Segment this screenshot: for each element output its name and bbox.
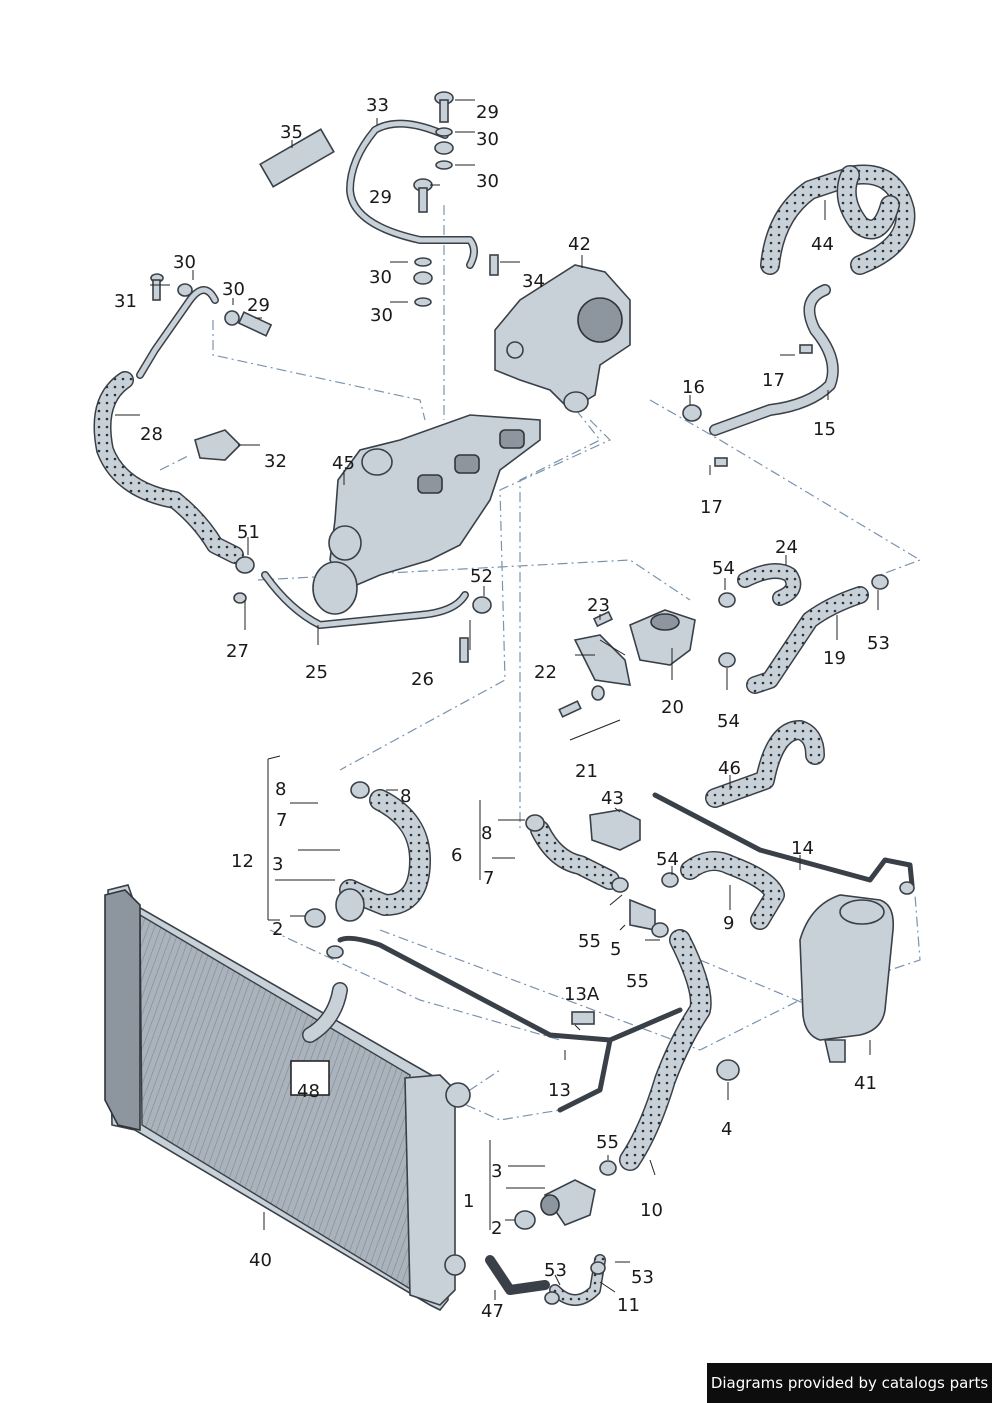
callout-label[interactable]: 14 <box>791 838 814 859</box>
callout-label[interactable]: 17 <box>762 370 785 391</box>
callout-label[interactable]: 5 <box>610 939 621 960</box>
callout-label[interactable]: 29 <box>369 187 392 208</box>
callout-label[interactable]: 8 <box>275 779 286 800</box>
coolant-hose-12 <box>335 789 431 922</box>
callout-labels: 1 2 2 3 3 4 5 6 7 7 8 8 8 9 10 11 12 13 … <box>114 95 890 1322</box>
highlighted-callout-box <box>290 1060 330 1096</box>
callout-label[interactable]: 45 <box>332 453 355 474</box>
callout-label[interactable]: 7 <box>483 868 494 889</box>
callout-label[interactable]: 47 <box>481 1301 504 1322</box>
catalog-credit-text: Diagrams provided by catalogs parts <box>710 1374 989 1392</box>
callout-label[interactable]: 33 <box>366 95 389 116</box>
coolant-flange-housing <box>312 414 541 615</box>
callout-label[interactable]: 7 <box>276 810 287 831</box>
callout-label[interactable]: 53 <box>544 1260 567 1281</box>
callout-label[interactable]: 30 <box>222 279 245 300</box>
coolant-hose-9 <box>680 851 785 930</box>
callout-label[interactable]: 43 <box>601 788 624 809</box>
callout-label[interactable]: 30 <box>370 305 393 326</box>
callout-label[interactable]: 26 <box>411 669 434 690</box>
coolant-hose-28 <box>93 286 244 564</box>
callout-label[interactable]: 2 <box>491 1218 502 1239</box>
coolant-pipe-15 <box>709 284 839 436</box>
callout-label[interactable]: 16 <box>682 377 705 398</box>
callout-label[interactable]: 6 <box>451 845 462 866</box>
callout-label[interactable]: 3 <box>272 854 283 875</box>
coolant-hose-6 <box>530 820 620 890</box>
callout-label[interactable]: 44 <box>811 234 834 255</box>
callout-label[interactable]: 55 <box>596 1132 619 1153</box>
callout-label[interactable]: 25 <box>305 662 328 683</box>
coolant-hose-10 <box>619 929 712 1171</box>
callout-label[interactable]: 41 <box>854 1073 877 1094</box>
callout-label[interactable]: 23 <box>587 595 610 616</box>
callout-label[interactable]: 4 <box>721 1119 732 1140</box>
callout-label[interactable]: 21 <box>575 761 598 782</box>
callout-label[interactable]: 10 <box>640 1200 663 1221</box>
callout-label[interactable]: 24 <box>775 537 798 558</box>
callout-label[interactable]: 55 <box>578 931 601 952</box>
callout-label[interactable]: 17 <box>700 497 723 518</box>
callout-label[interactable]: 31 <box>114 291 137 312</box>
callout-label[interactable]: 34 <box>522 271 545 292</box>
callout-label[interactable]: 35 <box>280 122 303 143</box>
callout-label[interactable]: 30 <box>476 129 499 150</box>
callout-label[interactable]: 2 <box>272 919 283 940</box>
callout-label[interactable]: 27 <box>226 641 249 662</box>
callout-label[interactable]: 12 <box>231 851 254 872</box>
auxiliary-water-pump <box>573 609 696 686</box>
expansion-tank <box>799 894 895 1063</box>
callout-label[interactable]: 13A <box>564 984 600 1005</box>
coolant-hose-46 <box>705 720 825 808</box>
callout-label[interactable]: 30 <box>369 267 392 288</box>
callout-label[interactable]: 15 <box>813 419 836 440</box>
coolant-pipe-25 <box>261 571 469 629</box>
coolant-hose-11 <box>485 1254 606 1306</box>
coolant-hose-19 <box>737 563 869 694</box>
callout-label[interactable]: 53 <box>867 633 890 654</box>
callout-label[interactable]: 46 <box>718 758 741 779</box>
radiator <box>104 884 471 1312</box>
callout-label[interactable]: 55 <box>626 971 649 992</box>
callout-label[interactable]: 53 <box>631 1267 654 1288</box>
callout-label[interactable]: 51 <box>237 522 260 543</box>
callout-label[interactable]: 52 <box>470 566 493 587</box>
coolant-hose-44 <box>760 164 916 275</box>
water-pump <box>494 264 631 413</box>
leader-lines <box>115 99 879 1300</box>
callout-label-highlighted[interactable]: 48 <box>297 1081 320 1102</box>
callout-label[interactable]: 8 <box>400 786 411 807</box>
callout-label[interactable]: 54 <box>717 711 740 732</box>
callout-label[interactable]: 20 <box>661 697 684 718</box>
callout-label[interactable]: 1 <box>463 1191 474 1212</box>
callout-label[interactable]: 29 <box>247 295 270 316</box>
callout-label[interactable]: 30 <box>173 252 196 273</box>
small-hardware <box>150 91 915 1305</box>
callout-label[interactable]: 11 <box>617 1295 640 1316</box>
callout-label[interactable]: 19 <box>823 648 846 669</box>
coolant-hose-48 <box>302 982 348 1043</box>
callout-label[interactable]: 54 <box>712 558 735 579</box>
catalog-credit-banner: Diagrams provided by catalogs parts <box>707 1363 992 1403</box>
callout-label[interactable]: 40 <box>249 1250 272 1271</box>
callout-label[interactable]: 54 <box>656 849 679 870</box>
callout-label[interactable]: 8 <box>481 823 492 844</box>
callout-label[interactable]: 22 <box>534 662 557 683</box>
callout-label[interactable]: 32 <box>264 451 287 472</box>
callout-label[interactable]: 3 <box>491 1161 502 1182</box>
callout-label[interactable]: 28 <box>140 424 163 445</box>
callout-label[interactable]: 9 <box>723 913 734 934</box>
callout-label[interactable]: 13 <box>548 1080 571 1101</box>
callout-label[interactable]: 42 <box>568 234 591 255</box>
callout-label[interactable]: 30 <box>476 171 499 192</box>
coolant-line-14 <box>337 792 915 1113</box>
thermostat-housing-1 <box>540 1179 596 1226</box>
callout-label[interactable]: 29 <box>476 102 499 123</box>
